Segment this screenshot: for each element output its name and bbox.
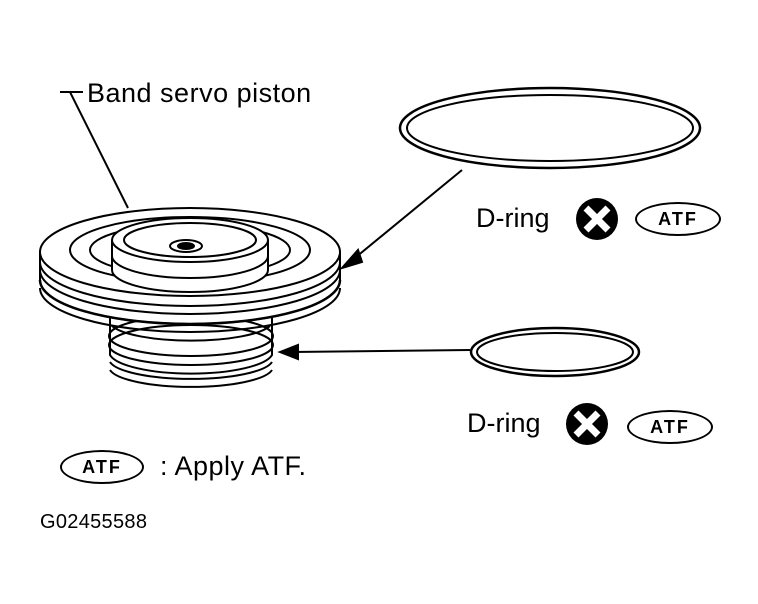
piston-leader-line (60, 91, 129, 209)
atf-tag: ATF (635, 202, 721, 236)
band-servo-piston-label: Band servo piston (87, 78, 312, 108)
x-circle-icon (566, 403, 608, 445)
piston-body (38, 207, 342, 388)
lower-arrow (277, 343, 471, 361)
legend-text: : Apply ATF. (160, 451, 307, 481)
upper-d-ring (398, 86, 702, 170)
upper-arrow (338, 169, 463, 270)
atf-tag: ATF (627, 410, 713, 444)
figure-id: G02455588 (40, 511, 148, 533)
x-circle-icon (576, 198, 618, 240)
upper-d-ring-label: D-ring (476, 203, 550, 233)
lower-d-ring-label: D-ring (467, 408, 541, 438)
legend-atf-tag: ATF (60, 450, 144, 484)
lower-d-ring (469, 326, 641, 378)
